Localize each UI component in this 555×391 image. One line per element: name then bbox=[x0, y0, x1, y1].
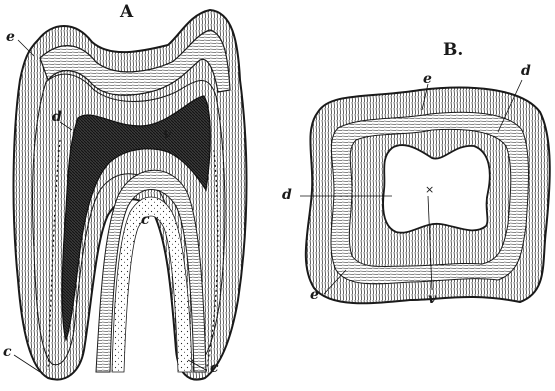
label-d-right-panel-b: d bbox=[521, 64, 531, 78]
label-c-right: c bbox=[210, 361, 219, 375]
transverse-pulp-cavity bbox=[383, 145, 490, 233]
label-d-panel-a: d bbox=[52, 110, 62, 124]
panel-b-transverse: × bbox=[300, 80, 550, 303]
label-v-panel-a: v bbox=[163, 127, 171, 141]
label-c-inner: c bbox=[141, 213, 150, 227]
panel-b-title: B. bbox=[443, 42, 463, 59]
label-e-top-panel-b: e bbox=[423, 72, 432, 86]
center-marker: × bbox=[425, 183, 434, 196]
label-d-left-panel-b: d bbox=[282, 188, 292, 202]
label-e-bottom-panel-b: e bbox=[310, 288, 319, 302]
label-v-panel-b: v bbox=[428, 292, 436, 306]
panel-a-molar bbox=[14, 10, 247, 380]
label-c-left: c bbox=[3, 345, 12, 359]
label-e-panel-a: e bbox=[6, 30, 15, 44]
panel-a-title: A bbox=[120, 4, 133, 21]
